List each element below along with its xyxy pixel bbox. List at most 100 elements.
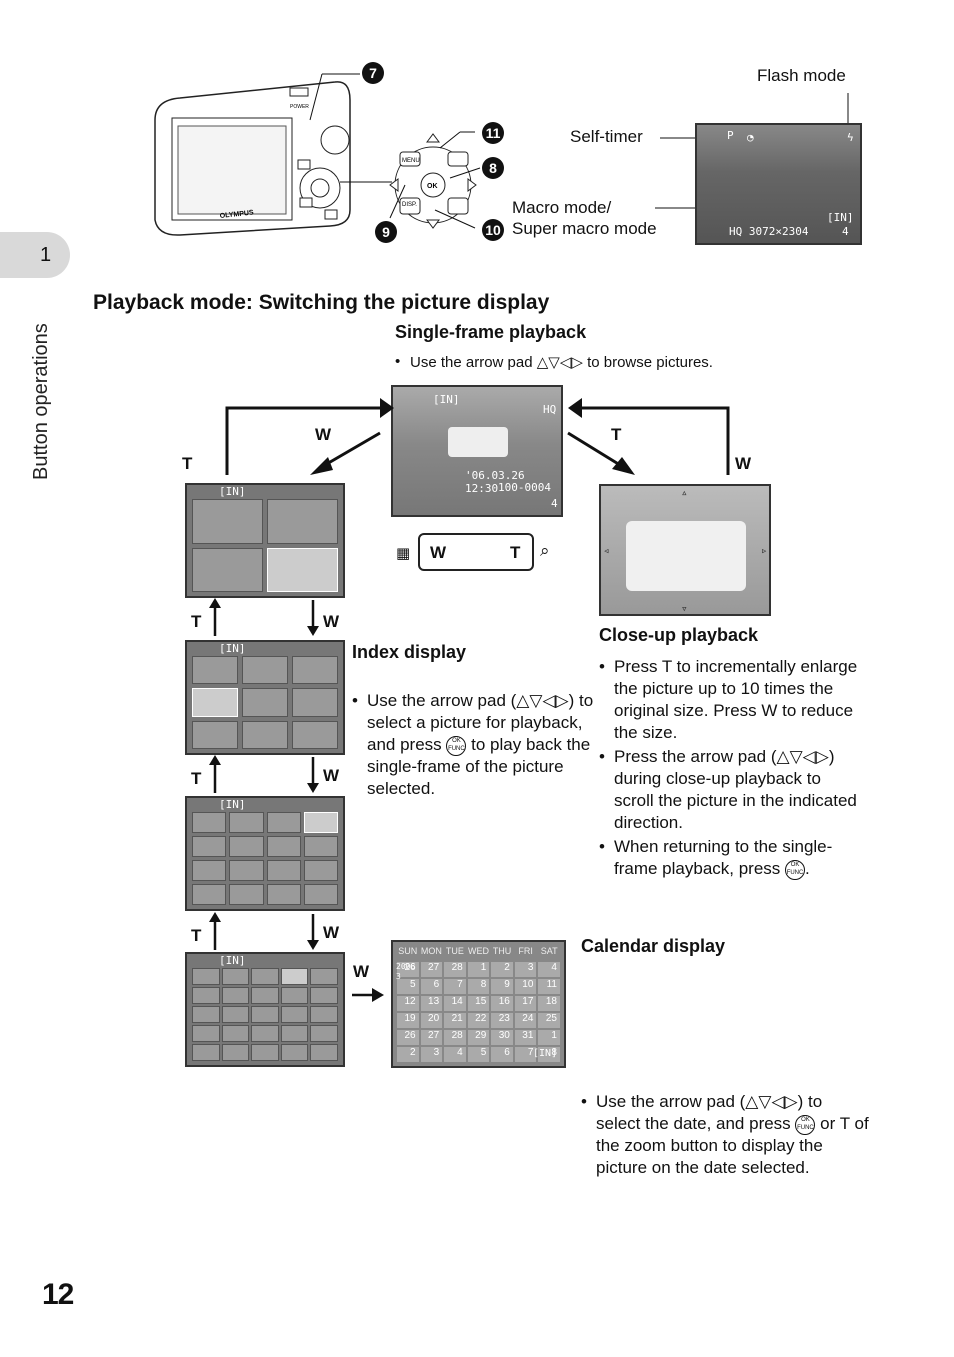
calendar-date-cell[interactable]: 8: [467, 979, 490, 994]
index-w-1: W: [323, 612, 340, 631]
calendar-date-cell[interactable]: 30: [491, 1030, 513, 1045]
scroll-right-icon: ▹: [761, 544, 768, 557]
index-t-2: T: [191, 769, 202, 788]
calendar-date-cell[interactable]: 26: [397, 962, 419, 977]
arrow-pad-icon: △▽◁▷: [536, 354, 583, 371]
closeup-text: Press T to incrementally enlarge the pic…: [599, 656, 861, 880]
calendar-date-cell[interactable]: 1: [467, 962, 490, 977]
calendar-date-cell[interactable]: 7: [444, 979, 466, 994]
macro-label-line2: Super macro mode: [512, 219, 657, 238]
calendar-date-cell[interactable]: 26: [397, 1030, 419, 1045]
callout-9: 9: [375, 221, 397, 243]
self-timer-label: Self-timer: [570, 127, 643, 146]
calendar-date-cell[interactable]: 4: [538, 962, 560, 977]
zoom-t: T: [510, 543, 521, 562]
single-frame-bullet-post: to browse pictures.: [587, 354, 713, 371]
index-text-3: to play back the single-frame of the pic…: [367, 735, 591, 798]
calendar-date-cell[interactable]: 18: [538, 996, 560, 1011]
index-t-1: T: [191, 612, 202, 631]
calendar-title: Calendar display: [581, 936, 726, 956]
chapter-tab: 1: [0, 232, 70, 278]
calendar-date-cell[interactable]: 22: [467, 1013, 490, 1028]
scroll-down-icon: ▿: [681, 602, 688, 615]
arrow-pad-icon: △▽◁▷: [776, 747, 829, 766]
calendar-text-1: Use the arrow pad (: [596, 1092, 746, 1111]
magnify-icon: ⌕: [540, 541, 550, 560]
arrow-w-right: W: [735, 454, 752, 473]
lcd-count: 4: [842, 225, 849, 238]
index-icon: ▦: [396, 545, 411, 562]
calendar-date-cell[interactable]: 25: [538, 1013, 560, 1028]
index-16-card: [IN]: [219, 798, 246, 811]
callout-7: 7: [362, 62, 384, 84]
closeup-bullet-2: Press the arrow pad (△▽◁▷) during close-…: [599, 746, 861, 834]
sf-card: [IN]: [433, 393, 460, 406]
arrow-t-left: T: [182, 454, 193, 473]
calendar-date-cell[interactable]: 7: [514, 1047, 537, 1062]
menu-button: MENU: [402, 158, 420, 164]
single-frame-title: Single-frame playback: [395, 322, 587, 342]
index-9-screen: [IN]: [185, 640, 345, 755]
calendar-date-cell[interactable]: 28: [444, 962, 466, 977]
calendar-date-cell[interactable]: 11: [538, 979, 560, 994]
callout-8: 8: [482, 157, 504, 179]
camera-illustration: OLYMPUS POWER MENU DISP. OK: [154, 73, 481, 236]
calendar-date-cell[interactable]: 31: [514, 1030, 537, 1045]
cal-header: THU: [492, 946, 512, 956]
calendar-date-cell[interactable]: 8: [538, 1047, 560, 1062]
calendar-date-cell[interactable]: 3: [514, 962, 537, 977]
calendar-date-cell[interactable]: 20: [420, 1013, 443, 1028]
calendar-date-cell[interactable]: 29: [467, 1030, 490, 1045]
calendar-date-cell[interactable]: 5: [397, 979, 419, 994]
calendar-date-cell[interactable]: 6: [491, 1047, 513, 1062]
calendar-date-cell[interactable]: 21: [444, 1013, 466, 1028]
calendar-date-cell[interactable]: 2: [491, 962, 513, 977]
calendar-date-cell[interactable]: 9: [491, 979, 513, 994]
calendar-date-cell[interactable]: 27: [420, 962, 443, 977]
flow-arrows: [225, 398, 730, 475]
calendar-date-cell[interactable]: 15: [467, 996, 490, 1011]
calendar-date-cell[interactable]: 4: [444, 1047, 466, 1062]
scroll-up-icon: ▵: [681, 486, 688, 499]
calendar-date-cell[interactable]: 12: [397, 996, 419, 1011]
macro-mode-label: Macro mode/ Super macro mode: [512, 197, 657, 239]
calendar-date-cell[interactable]: 28: [444, 1030, 466, 1045]
arrow-t-right: T: [611, 425, 622, 444]
calendar-date-cell[interactable]: 14: [444, 996, 466, 1011]
section-title: Playback mode: Switching the picture dis…: [93, 291, 550, 314]
calendar-date-cell[interactable]: 13: [420, 996, 443, 1011]
callout-10: 10: [482, 219, 504, 241]
closeup-bullet-1: Press T to incrementally enlarge the pic…: [599, 656, 861, 744]
sf-date: '06.03.26 12:30: [465, 469, 525, 495]
index-16-screen: [IN]: [185, 796, 345, 911]
index-25-screen: [IN]: [185, 952, 345, 1067]
calendar-date-cell[interactable]: 5: [467, 1047, 490, 1062]
calendar-date-cell[interactable]: 16: [491, 996, 513, 1011]
calendar-date-cell[interactable]: 24: [514, 1013, 537, 1028]
calendar-date-cell[interactable]: 1: [538, 1030, 560, 1045]
calendar-w-label: W: [353, 962, 370, 981]
calendar-date-cell[interactable]: 2: [397, 1047, 419, 1062]
index-text-2: ) to select a picture for playback, and …: [367, 691, 594, 754]
calendar-date-cell[interactable]: 27: [420, 1030, 443, 1045]
lcd-card: [IN]: [827, 211, 854, 224]
flash-mode-label: Flash mode: [757, 66, 846, 85]
calendar-date-cell[interactable]: 6: [420, 979, 443, 994]
lcd-size: HQ 3072×2304: [729, 225, 809, 238]
calendar-date-cell[interactable]: 3: [420, 1047, 443, 1062]
chapter-title: Button operations: [30, 323, 52, 480]
closeup-title: Close-up playback: [599, 625, 759, 645]
calendar-date-cell[interactable]: 19: [397, 1013, 419, 1028]
calendar-date-cell[interactable]: 17: [514, 996, 537, 1011]
cal-header: MON: [420, 946, 442, 956]
calendar-date-cell[interactable]: 23: [491, 1013, 513, 1028]
sf-file: 100-0004: [498, 481, 551, 494]
cal-header: SAT: [540, 946, 558, 956]
arrow-pad-icon: △▽◁▷: [745, 1092, 798, 1111]
arrow-pad-icon: △▽◁▷: [516, 691, 569, 710]
calendar-date-cell[interactable]: 10: [514, 979, 537, 994]
chapter-number: 1: [40, 244, 52, 266]
